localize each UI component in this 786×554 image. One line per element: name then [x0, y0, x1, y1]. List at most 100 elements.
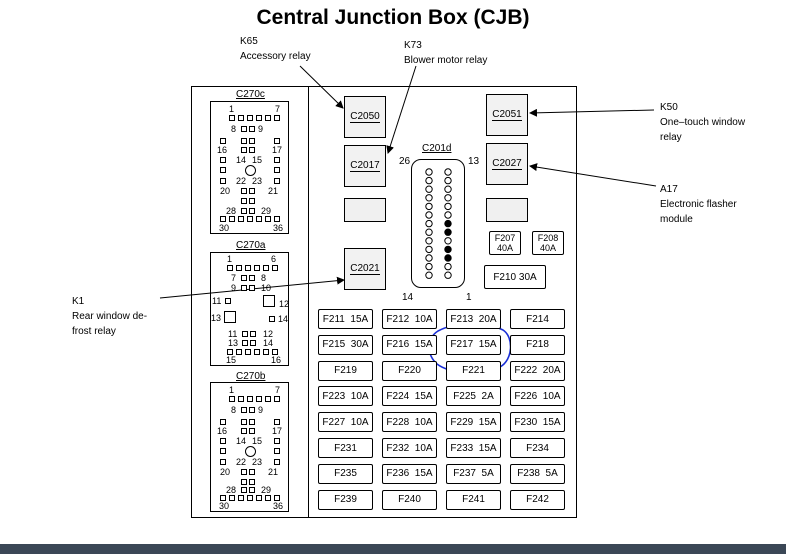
c270b-label: C270b — [236, 371, 266, 382]
fuse-f237[interactable]: F237 5A — [446, 463, 501, 484]
fuse-label: F228 10A — [386, 416, 433, 428]
fuse-f222[interactable]: F222 20A — [510, 360, 565, 381]
fuse-f228[interactable]: F228 10A — [382, 412, 437, 433]
c201d-pin-right-9 — [444, 237, 452, 245]
fuse-f242[interactable]: F242 — [510, 489, 565, 510]
fuse-f227[interactable]: F227 10A — [318, 412, 373, 433]
fuse-f223[interactable]: F223 10A — [318, 386, 373, 407]
c201d-pin-right-6 — [444, 211, 452, 219]
relay-c2051[interactable]: C2051 — [486, 94, 528, 136]
c201d-pin-left-8 — [425, 228, 433, 236]
relay-c2050[interactable]: C2050 — [344, 96, 386, 138]
relay-c2017-label: C2017 — [350, 160, 380, 172]
fuse-label: F222 20A — [514, 365, 561, 377]
fuse-f218[interactable]: F218 — [510, 334, 565, 355]
c201d-pin-left-5 — [425, 202, 433, 211]
fuse-label: F238 5A — [517, 468, 558, 480]
fuse-f213[interactable]: F213 20A — [446, 309, 501, 329]
fuse-label: F219 — [334, 365, 357, 377]
fuse-f238[interactable]: F238 5A — [510, 463, 565, 484]
fuse-f226[interactable]: F226 10A — [510, 386, 565, 407]
fuse-label: F237 5A — [453, 468, 494, 480]
k73-leader — [386, 65, 417, 154]
c270b-connector: 1 7 8 9 16 17 14 15 22 23 20 21 28 29 30… — [210, 382, 289, 512]
fuse-f225[interactable]: F225 2A — [446, 386, 501, 407]
c201d-connector — [411, 159, 465, 288]
fuse-f240[interactable]: F240 — [382, 489, 437, 510]
fuse-f233[interactable]: F233 15A — [446, 438, 501, 458]
fuse-f239[interactable]: F239 — [318, 489, 373, 510]
c201d-pin-array — [425, 168, 452, 279]
fuse-f212[interactable]: F212 10A — [382, 309, 437, 329]
fuse-label: F232 10A — [386, 442, 433, 454]
c201d-pin-left-4 — [425, 194, 433, 202]
cjb-divider — [308, 86, 309, 518]
relay-c2017[interactable]: C2017 — [344, 145, 386, 187]
c201d-pin-right-4 — [444, 194, 452, 202]
k73-code: K73 — [404, 40, 422, 51]
fuse-label: F230 15A — [514, 416, 561, 428]
c201d-pin-left-7 — [425, 219, 433, 228]
k1-code: K1 — [72, 296, 85, 307]
c201d-pin-left-13 — [425, 271, 433, 279]
fuse-f211[interactable]: F211 15A — [318, 309, 373, 329]
fuse-label: F225 2A — [453, 390, 494, 402]
fuse-f221[interactable]: F221 — [446, 360, 501, 381]
relay-c2051-label: C2051 — [492, 109, 522, 121]
fuse-label: F212 10A — [386, 313, 433, 325]
fuse-f217[interactable]: F217 15A — [446, 334, 501, 355]
k65-desc: Accessory relay — [240, 51, 311, 62]
fuse-label: F233 15A — [450, 442, 497, 454]
fuse-f207-name: F207 — [494, 233, 516, 243]
fuse-label: F240 — [398, 494, 421, 506]
c201d-pin-left-10 — [425, 245, 433, 254]
a17-code: A17 — [660, 184, 678, 195]
fuse-f224[interactable]: F224 15A — [382, 386, 437, 407]
a17-desc-1: Electronic flasher — [660, 199, 737, 210]
c270a-label: C270a — [236, 240, 266, 251]
fuse-label: F215 30A — [322, 339, 369, 351]
fuse-f232[interactable]: F232 10A — [382, 438, 437, 458]
fuse-f241[interactable]: F241 — [446, 489, 501, 510]
fuse-f234[interactable]: F234 — [510, 438, 565, 458]
k50-desc-2: relay — [660, 132, 682, 143]
fuse-label: F214 — [526, 313, 549, 325]
fuse-f230[interactable]: F230 15A — [510, 412, 565, 433]
fuse-label: F217 15A — [450, 339, 497, 351]
fuse-f219[interactable]: F219 — [318, 360, 373, 381]
fuse-f220[interactable]: F220 — [382, 360, 437, 381]
c201d-pin-right-5 — [444, 202, 452, 211]
relay-c2021[interactable]: C2021 — [344, 248, 386, 290]
fuse-label: F229 15A — [450, 416, 497, 428]
c201d-pin-left-11 — [425, 254, 433, 262]
fuse-f229[interactable]: F229 15A — [446, 412, 501, 433]
fuse-label: F227 10A — [322, 416, 369, 428]
fuse-label: F211 15A — [322, 313, 369, 325]
c201d-pin-right-10 — [444, 245, 452, 254]
blank-slot-left — [344, 198, 386, 222]
fuse-label: F226 10A — [514, 390, 561, 402]
fuse-f236[interactable]: F236 15A — [382, 463, 437, 484]
fuse-label: F216 15A — [386, 339, 433, 351]
fuse-label: F220 — [398, 365, 421, 377]
fuse-f215[interactable]: F215 30A — [318, 334, 373, 355]
fuse-f210[interactable]: F210 30A — [484, 265, 546, 289]
relay-c2027[interactable]: C2027 — [486, 143, 528, 185]
c270c-connector: 1 7 8 9 16 17 14 15 22 23 20 21 28 29 30… — [210, 101, 289, 234]
fuse-label: F218 — [526, 339, 549, 351]
c201d-pin-13: 13 — [468, 156, 480, 167]
fuse-f214[interactable]: F214 — [510, 309, 565, 329]
fuse-f216[interactable]: F216 15A — [382, 334, 437, 355]
fuse-f231[interactable]: F231 — [318, 438, 373, 458]
fuse-label: F234 — [526, 442, 549, 454]
c201d-pin-left-3 — [425, 185, 433, 193]
k73-desc: Blower motor relay — [404, 55, 488, 66]
page-title: Central Junction Box (CJB) — [256, 6, 530, 29]
k1-desc-2: frost relay — [72, 326, 116, 337]
fuse-label: F242 — [526, 494, 549, 506]
c201d-pin-right-12 — [444, 262, 452, 271]
c201d-pin-left-9 — [425, 237, 433, 245]
fuse-f235[interactable]: F235 — [318, 463, 373, 484]
